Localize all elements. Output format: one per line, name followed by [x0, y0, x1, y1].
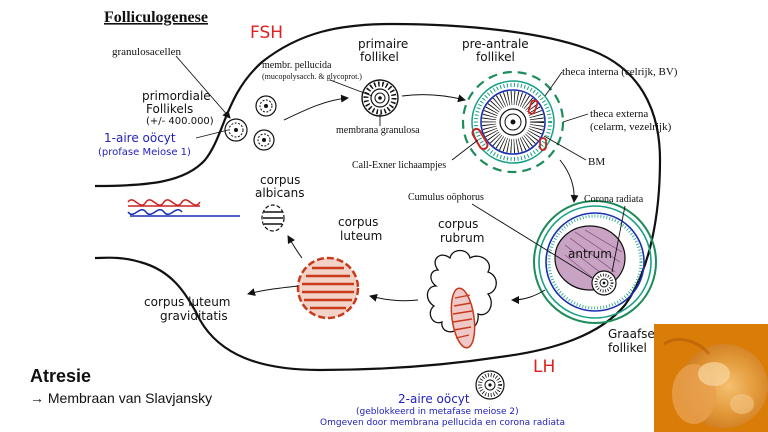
graafian-follicle: [533, 200, 657, 324]
primordial-follicle-3: [253, 129, 275, 151]
corpus-luteum: [296, 256, 360, 320]
label-membr-pellucida: membr. pellucida: [262, 60, 332, 71]
arrow-luteum-to-graviditatis: [247, 285, 299, 296]
label-follikels: Follikels: [146, 102, 193, 116]
pointer-theca-externa: [562, 113, 589, 123]
label-oocyt2-omgeven: Omgeven door membrana pellucida en coron…: [320, 418, 565, 428]
label-primaire: primaire: [358, 37, 408, 51]
corpus-rubrum: [426, 249, 497, 349]
arrow-graafse-to-rubrum: [511, 289, 546, 304]
atresie-heading: Atresie: [30, 366, 92, 386]
label-corpus-luteum: corpus: [338, 215, 378, 229]
slavjansky-text: → Membraan van Slavjansky: [30, 390, 213, 406]
label-corpus-luteum-2: luteum: [340, 229, 382, 243]
label-theca-interna: theca interna (celrijk, BV): [562, 66, 678, 78]
label-mucopoly: (mucopolysacch. & glycoprot.): [262, 72, 362, 81]
label-bm: BM: [588, 156, 605, 168]
label-preantrale: pre-antrale: [462, 37, 529, 51]
label-corpus-albicans-2: albicans: [255, 186, 304, 200]
preantral-follicle: [461, 70, 565, 174]
label-granulosacellen: granulosacellen: [112, 46, 182, 58]
arrow-preantral-to-graafse: [559, 159, 579, 203]
arrow-primair-to-preantral: [401, 94, 466, 103]
label-corona-radiata: Corona radiata: [584, 194, 644, 205]
diagram-title: Folliculogenese: [104, 9, 208, 26]
label-corpus-rubrum: corpus: [438, 217, 478, 231]
secondary-oocyte: [475, 370, 505, 400]
pointer-bm: [543, 135, 587, 161]
label-graafse: Graafse: [608, 327, 655, 341]
label-oocyt2-metafase: (geblokkeerd in metafase meiose 2): [356, 407, 519, 417]
label-graafse-follikel: follikel: [608, 341, 647, 355]
blood-vessels: [127, 199, 240, 217]
arrow-luteum-to-albicans: [287, 235, 303, 259]
lh-label: LH: [533, 357, 555, 377]
primary-follicle: [361, 79, 399, 117]
label-call-exner: Call-Exner lichaampjes: [352, 160, 446, 171]
pointer-granulosacellen: [175, 55, 231, 119]
fsh-label: FSH: [250, 23, 283, 43]
label-graviditatis: corpus luteum: [144, 295, 230, 309]
corpus-albicans: [261, 204, 285, 232]
label-theca-externa-desc: (celarm, vezelrijk): [590, 121, 672, 133]
label-primordiale: primordiale: [142, 89, 211, 103]
pointer-theca-interna: [544, 71, 563, 97]
pointer-cumulus: [471, 203, 593, 279]
label-oocyt1-phase: (profase Meiose 1): [98, 147, 191, 158]
label-oocyt1: 1-aire oöcyt: [104, 131, 176, 145]
label-primordiale-count: (+/- 400.000): [146, 116, 214, 127]
arrow-rubrum-to-luteum: [369, 293, 419, 302]
primordial-follicle-1: [224, 118, 248, 142]
label-membrana-granulosa: membrana granulosa: [336, 125, 420, 136]
pointer-membr-pellucida: [329, 79, 373, 97]
primordial-follicle-2: [255, 95, 277, 117]
ovary-outline: [94, 22, 662, 372]
label-cumulus: Cumulus oöphorus: [408, 192, 484, 203]
label-corpus-albicans: corpus: [260, 173, 300, 187]
pointer-call-exner: [451, 139, 479, 161]
label-oocyt2: 2-aire oöcyt: [398, 392, 470, 406]
label-primaire-follikel: follikel: [360, 50, 399, 64]
label-preantrale-follikel: follikel: [476, 50, 515, 64]
arrow-primordial-to-primair: [283, 94, 349, 121]
label-theca-externa: theca externa: [590, 108, 648, 120]
label-corpus-rubrum-2: rubrum: [440, 231, 484, 245]
label-antrum: antrum: [568, 247, 612, 261]
label-graviditatis-2: graviditatis: [160, 309, 228, 323]
ovary-photo: [654, 324, 768, 432]
pointer-oocyt1: [195, 129, 229, 139]
pointer-corona-radiata: [611, 205, 626, 273]
